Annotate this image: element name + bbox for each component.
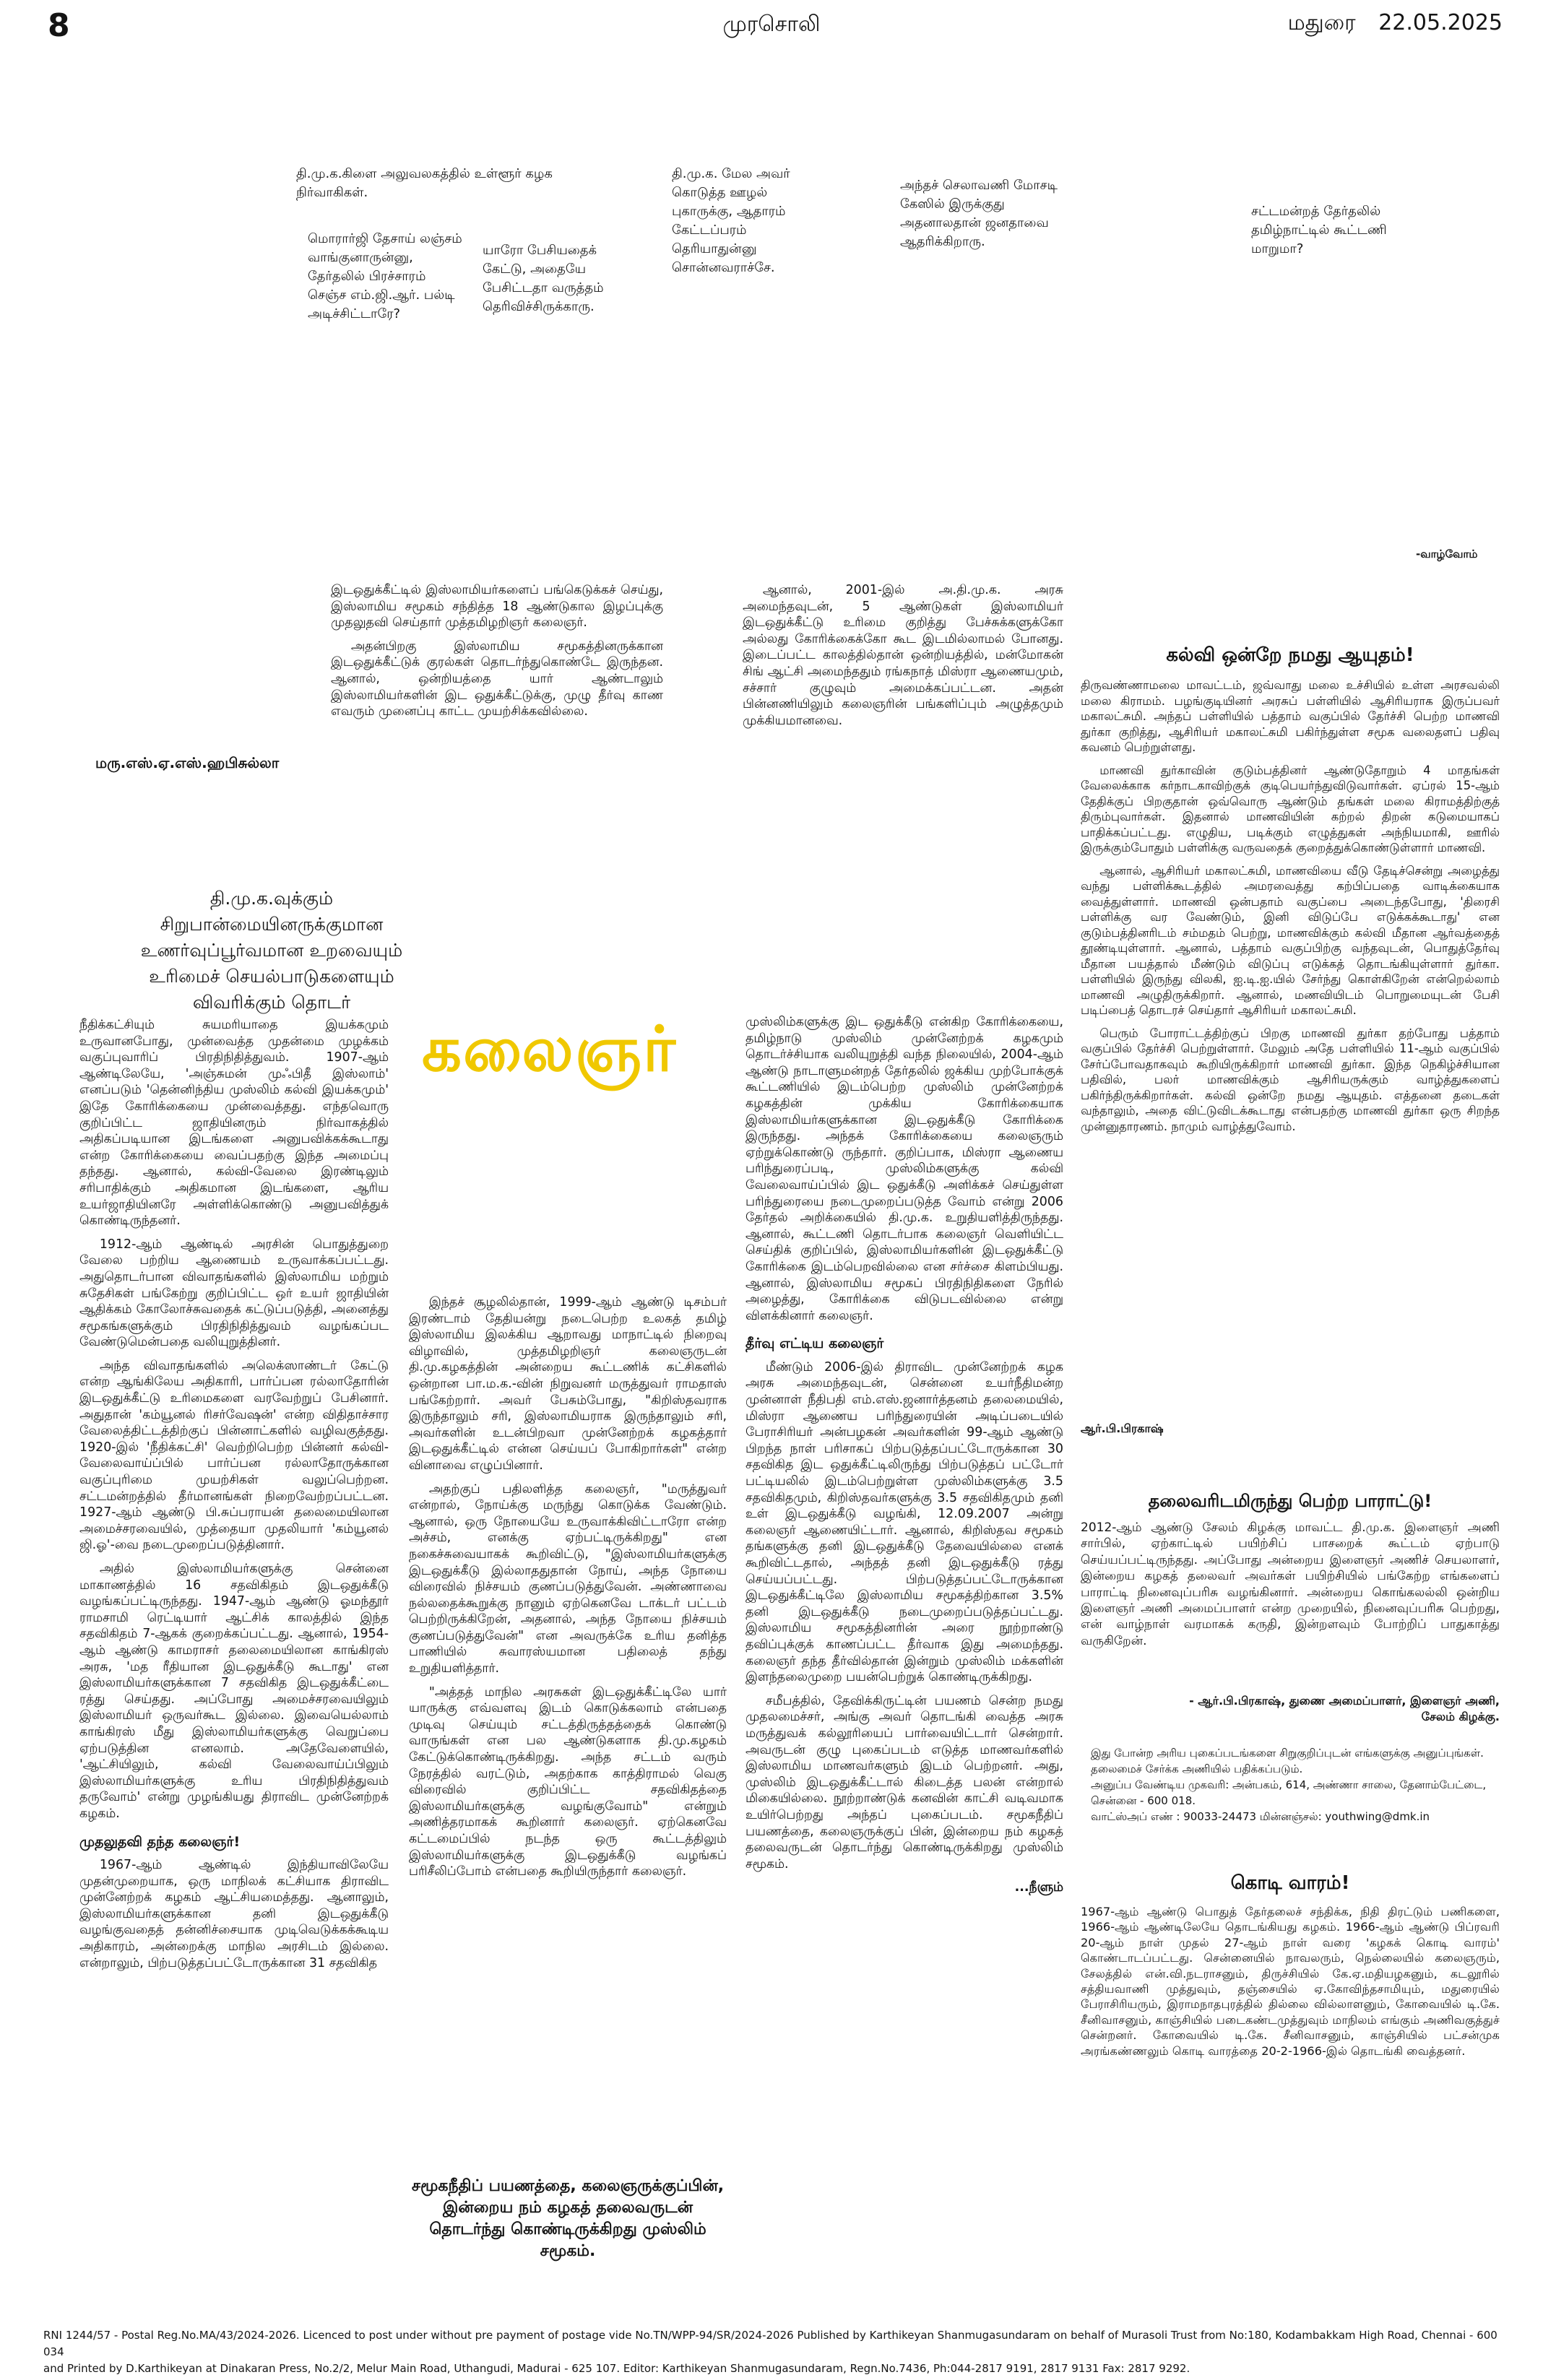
paragraph: 1912-ஆம் ஆண்டில் அரசின் பொதுத்துறை வேலை … bbox=[79, 1237, 389, 1350]
article-column-1: நீதிக்கட்சியும் சுயமரியாதை இயக்கமும் உரு… bbox=[79, 1017, 389, 1978]
article-byline: மரு.எஸ்.ஏ.எஸ்.ஹபிசுல்லா bbox=[95, 754, 280, 771]
contact-invite: இது போன்ற அரிய புகைப்படங்களை சிறுகுறிப்ப… bbox=[1091, 1747, 1484, 1775]
newspaper-name: முரசொலி bbox=[722, 12, 821, 37]
cartoon-bubble-2: யாரோ பேசியதைக் கேட்டு, அதையே பேசிட்டதா வ… bbox=[483, 243, 604, 314]
paragraph: ஆனால், 2001-இல் அ.தி.மு.க. அரசு அமைந்தவு… bbox=[743, 583, 1063, 728]
imprint-line-2: and Printed by D.Karthikeyan at Dinakara… bbox=[43, 2362, 1190, 2375]
cartoon-bubble-5: சட்டமன்றத் தேர்தலில் தமிழ்நாட்டில் கூட்ட… bbox=[1251, 204, 1387, 256]
paragraph: இந்தச் சூழலில்தான், 1999-ஆம் ஆண்டு டிசம்… bbox=[409, 1295, 727, 1473]
paragraph: மாணவி துர்காவின் குடும்பத்தினர் ஆண்டுதோற… bbox=[1081, 763, 1500, 855]
letter-title: தலைவரிடமிருந்து பெற்ற பாராட்டு! bbox=[1148, 1491, 1432, 1511]
letter-byline: ஆர்.பி.பிரகாஷ் bbox=[1081, 1421, 1164, 1435]
paragraph: 1967-ஆம் ஆண்டு பொதுத் தேர்தலைச் சந்திக்க… bbox=[1081, 1905, 1500, 2058]
paragraph: திருவண்ணாமலை மாவட்டம், ஜவ்வாது மலை உச்சி… bbox=[1081, 678, 1500, 754]
contact-whatsapp-email: வாட்ஸ்அப் எண் : 90033-24473 மின்னஞ்சல்: … bbox=[1091, 1810, 1430, 1823]
imprint-footer: RNI 1244/57 - Postal Reg.No.MA/43/2024-2… bbox=[43, 2327, 1510, 2377]
subheading: தீர்வு எட்டிய கலைஞர் bbox=[745, 1336, 884, 1352]
paragraph: ஆனால், ஆசிரியர் மகாலட்சுமி, மாணவியை வீடு… bbox=[1081, 863, 1500, 1018]
imprint-line-1: RNI 1244/57 - Postal Reg.No.MA/43/2024-2… bbox=[43, 2329, 1497, 2358]
cartoon-caption: தி.மு.க.கிளை அலுவலகத்தில் உள்ளூர் கழக நி… bbox=[296, 166, 553, 200]
paragraph: நீதிக்கட்சியும் சுயமரியாதை இயக்கமும் உரு… bbox=[79, 1018, 389, 1229]
kalaignar-logo: கலைஞர் bbox=[422, 1013, 678, 1086]
paragraph: இடஒதுக்கீட்டில் இஸ்லாமியர்களைப் பங்கெடுக… bbox=[331, 583, 663, 631]
paragraph: பெரும் போராட்டத்திற்குப் பிறகு மாணவி துர… bbox=[1081, 1026, 1500, 1133]
paragraph: மீண்டும் 2006-இல் திராவிட முன்னேற்றக் கழ… bbox=[745, 1359, 1063, 1685]
flag-week-title: கொடி வாரம்! bbox=[1230, 1872, 1350, 1894]
paragraph: 1967-ஆம் ஆண்டில் இந்தியாவிலேயே முதன்முறை… bbox=[79, 1858, 389, 1970]
flag-week-body: 1967-ஆம் ஆண்டு பொதுத் தேர்தலைச் சந்திக்க… bbox=[1081, 1904, 1500, 2066]
paragraph: அதில் இஸ்லாமியர்களுக்கு சென்னை மாகாணத்தி… bbox=[79, 1562, 389, 1821]
article-top-middle: இடஒதுக்கீட்டில் இஸ்லாமியர்களைப் பங்கெடுக… bbox=[331, 582, 663, 727]
paragraph: அந்த விவாதங்களில் அலெக்ஸாண்டர் கேட்டு என… bbox=[79, 1358, 389, 1553]
cartoon-bubble-1: மொரார்ஜி தேசாய் லஞ்சம் வாங்குனாருன்னு, த… bbox=[308, 231, 462, 321]
article-column-3: முஸ்லிம்களுக்கு இட ஒதுக்கீடு என்கிற கோரி… bbox=[745, 1014, 1063, 1896]
issue-date: 22.05.2025 bbox=[1378, 10, 1503, 35]
edition-city: மதுரை bbox=[1287, 10, 1356, 35]
article-deck: தி.மு.க.வுக்கும் சிறுபான்மையினருக்குமான … bbox=[140, 888, 403, 1013]
paragraph: "அத்தத் மாநில அரசுகள் இடஒதுக்கீட்டிலே யா… bbox=[409, 1684, 727, 1879]
continued-marker: ...நீளும் bbox=[1014, 1880, 1063, 1895]
subheading: முதலுதவி தந்த கலைஞர்! bbox=[79, 1833, 241, 1850]
cartoon-bubble-3: தி.மு.க. மேல அவர் கொடுத்த ஊழல் புகாருக்க… bbox=[672, 166, 790, 275]
contact-address: அனுப்ப வேண்டிய முகவரி: அன்பகம், 614, அண்… bbox=[1091, 1778, 1487, 1807]
letter-body: 2012-ஆம் ஆண்டு சேலம் கிழக்கு மாவட்ட தி.ம… bbox=[1081, 1520, 1500, 1656]
dateline: மதுரை 22.05.2025 bbox=[1288, 10, 1503, 38]
contact-block: இது போன்ற அரிய புகைப்படங்களை சிறுகுறிப்ப… bbox=[1091, 1745, 1500, 1825]
paragraph: அதற்குப் பதிலளித்த கலைஞர், "மருத்துவர் எ… bbox=[409, 1481, 727, 1676]
letter-signature: - ஆர்.பி.பிரகாஷ், துணை அமைப்பாளர், இளைஞர… bbox=[1189, 1694, 1500, 1723]
education-story-title: கல்வி ஒன்றே நமது ஆயுதம்! bbox=[1166, 644, 1414, 666]
page-number: 8 bbox=[48, 7, 70, 44]
pull-quote: சமூகநீதிப் பயணத்தை, கலைஞருக்குப்பின், இன… bbox=[411, 2177, 725, 2260]
cartoon-bubble-4: அந்தச் செலாவணி மோசடி கேஸில் இருக்குது அத… bbox=[900, 178, 1058, 249]
education-story-body: திருவண்ணாமலை மாவட்டம், ஜவ்வாது மலை உச்சி… bbox=[1081, 678, 1500, 1141]
article-column-2: இந்தச் சூழலில்தான், 1999-ஆம் ஆண்டு டிசம்… bbox=[409, 1294, 727, 1887]
cartoon-credit: -வாழ்வோம் bbox=[1416, 548, 1478, 561]
paragraph: முஸ்லிம்களுக்கு இட ஒதுக்கீடு என்கிற கோரி… bbox=[745, 1015, 1063, 1323]
article-top-right: ஆனால், 2001-இல் அ.தி.மு.க. அரசு அமைந்தவு… bbox=[743, 582, 1063, 736]
paragraph: 2012-ஆம் ஆண்டு சேலம் கிழக்கு மாவட்ட தி.ம… bbox=[1081, 1520, 1500, 1648]
paragraph: சமீபத்தில், தேவிக்கிருட்டின் பயணம் சென்ற… bbox=[745, 1693, 1063, 1871]
paragraph: அதன்பிறகு இஸ்லாமிய சமூகத்தினருக்கான இடஒத… bbox=[331, 639, 663, 719]
